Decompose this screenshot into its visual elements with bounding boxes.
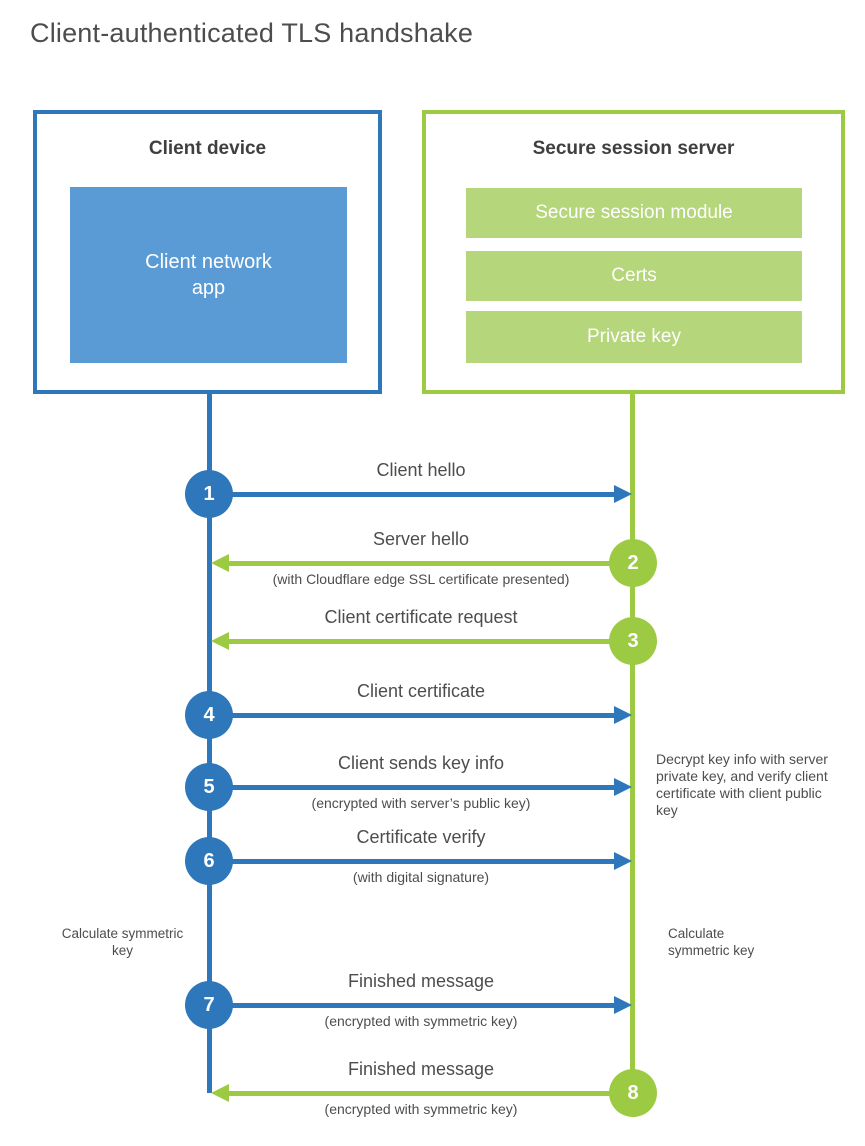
step-4-arrowhead-icon	[614, 706, 632, 724]
client-device-title: Client device	[148, 138, 267, 159]
step-1-label: Client hello	[376, 460, 466, 480]
step-2-subtext: (with Cloudflare edge SSL certificate pr…	[272, 571, 570, 587]
step-3-arrowhead-icon	[211, 632, 229, 650]
step-5-arrowhead-icon	[614, 778, 632, 796]
step-1-arrowhead-icon	[614, 485, 632, 503]
client-network-app-label: Client network app	[145, 251, 272, 299]
calculate-symmetric-key-server: Calculate symmetric key	[668, 926, 755, 958]
client-lifeline	[207, 394, 212, 1093]
step-8-subtext: (encrypted with symmetric key)	[324, 1101, 518, 1117]
step-3-arrow	[229, 639, 633, 644]
secure-session-server-box: Secure session server Secure session mod…	[422, 110, 845, 394]
server-module-certs: Certs	[466, 251, 802, 301]
step-5-circle: 5	[185, 763, 233, 811]
step-7-number: 7	[203, 993, 215, 1016]
step-6-label: Certificate verify	[356, 827, 486, 847]
step-2-circle: 2	[609, 539, 657, 587]
calculate-symmetric-key-client: Calculate symmetric key	[61, 926, 184, 958]
step-7-arrow	[209, 1003, 614, 1008]
client-device-box: Client device Client network app	[33, 110, 382, 394]
step-2-arrow	[229, 561, 633, 566]
step-5-arrow	[209, 785, 614, 790]
step-1-number: 1	[203, 482, 215, 505]
step-6-arrow	[209, 859, 614, 864]
page-title: Client-authenticated TLS handshake	[30, 18, 474, 48]
step-8-number: 8	[627, 1081, 639, 1104]
step-3-circle: 3	[609, 617, 657, 665]
step-3-label: Client certificate request	[324, 607, 518, 627]
secure-session-server-title: Secure session server	[532, 138, 735, 159]
server-module-secure-session-module: Secure session module	[466, 188, 802, 238]
step-4-arrow	[209, 713, 614, 718]
step-4-label: Client certificate	[356, 681, 486, 701]
step-7-subtext: (encrypted with symmetric key)	[324, 1013, 518, 1029]
step-2-arrowhead-icon	[211, 554, 229, 572]
decrypt-key-note: Decrypt key info with server private key…	[656, 751, 828, 818]
step-3-number: 3	[627, 629, 639, 652]
step-6-number: 6	[203, 849, 215, 872]
step-4-number: 4	[203, 703, 215, 726]
step-7-circle: 7	[185, 981, 233, 1029]
step-7-label: Finished message	[347, 971, 495, 991]
step-5-label: Client sends key info	[337, 753, 505, 773]
step-6-subtext: (with digital signature)	[352, 869, 490, 885]
server-module-private-key: Private key	[466, 311, 802, 363]
step-1-arrow	[209, 492, 614, 497]
step-7-arrowhead-icon	[614, 996, 632, 1014]
step-8-arrowhead-icon	[211, 1084, 229, 1102]
step-8-label: Finished message	[347, 1059, 495, 1079]
step-2-label: Server hello	[372, 529, 470, 549]
step-5-subtext: (encrypted with server’s public key)	[311, 795, 531, 811]
step-6-arrowhead-icon	[614, 852, 632, 870]
step-1-circle: 1	[185, 470, 233, 518]
client-network-app-box: Client network app	[70, 187, 347, 363]
server-lifeline	[630, 394, 635, 1093]
step-5-number: 5	[203, 775, 215, 798]
step-2-number: 2	[627, 551, 639, 574]
step-4-circle: 4	[185, 691, 233, 739]
step-8-arrow	[229, 1091, 633, 1096]
step-6-circle: 6	[185, 837, 233, 885]
step-8-circle: 8	[609, 1069, 657, 1117]
